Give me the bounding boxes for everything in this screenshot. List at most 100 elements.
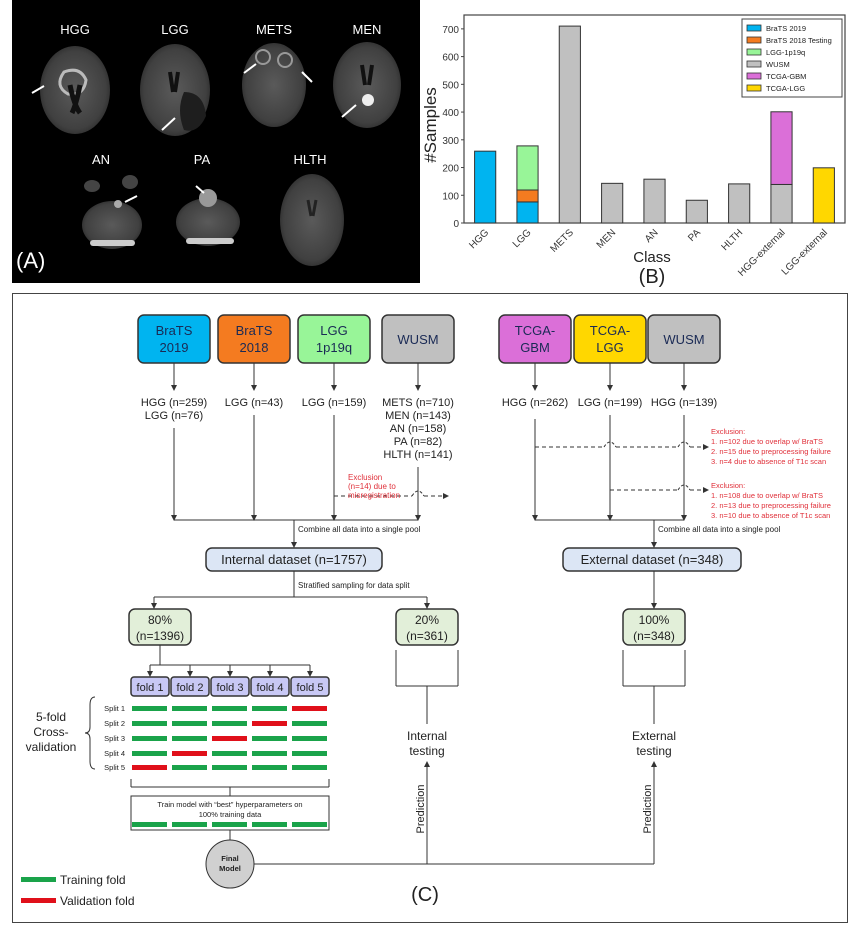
- fold-label: fold 1: [137, 682, 164, 694]
- x-tick-label: METS: [549, 227, 577, 255]
- x-tick-label: PA: [686, 227, 703, 244]
- bypass-curve: [677, 441, 691, 448]
- training-fold-bar: [292, 751, 327, 756]
- count-label: LGG (n=76): [145, 410, 203, 422]
- training-fold-bar: [252, 751, 287, 756]
- source-title: LGG: [320, 323, 347, 338]
- external-dataset-label: External dataset (n=348): [581, 552, 724, 567]
- mri-label: PA: [193, 152, 211, 167]
- x-tick-label: LGG: [511, 227, 534, 250]
- train-box-text: Train model with “best” hyperparameters …: [157, 800, 302, 809]
- arrow-icon: [195, 185, 205, 194]
- fold-label: fold 3: [217, 682, 244, 694]
- external-testing-label: testing: [636, 744, 671, 758]
- y-axis-label: #Samples: [421, 87, 440, 163]
- fold-box: [250, 676, 290, 697]
- training-fold-bar: [292, 736, 327, 741]
- legend-swatch: [746, 72, 762, 80]
- validation-fold-bar: [252, 721, 287, 726]
- source-title: 2018: [240, 340, 269, 355]
- legend-label: BraTS 2019: [766, 24, 806, 33]
- legend-swatch: [746, 60, 762, 68]
- training-fold-bar: [132, 721, 167, 726]
- training-fold-bar: [212, 822, 247, 827]
- cv-label: Cross-: [33, 725, 68, 739]
- final-model-label: Model: [219, 864, 241, 873]
- bypass-curve: [677, 484, 691, 491]
- split-100-count: (n=348): [633, 629, 675, 643]
- exclusion-note: Exclusion:: [711, 427, 745, 436]
- split-label: Split 2: [104, 719, 125, 728]
- fold-label: fold 2: [177, 682, 204, 694]
- x-tick-label: MEN: [595, 227, 619, 251]
- mri-label: METS: [255, 22, 293, 37]
- cv-label: validation: [26, 740, 77, 754]
- split-20-box: [395, 608, 459, 646]
- count-label: PA (n=82): [394, 436, 442, 448]
- external-testing-label: External: [632, 729, 676, 743]
- training-fold-bar: [132, 736, 167, 741]
- bar-segment: [643, 178, 666, 224]
- training-fold-bar: [212, 751, 247, 756]
- validation-fold-bar: [172, 751, 207, 756]
- y-tick-label: 500: [442, 80, 459, 91]
- exclusion-note: (n=14) due to: [348, 482, 396, 491]
- split-100-pct: 100%: [639, 613, 670, 627]
- split-label: Split 5: [104, 763, 125, 772]
- panel-a-mri-images: HGG LGG METS MEN AN PA HLTH (A): [12, 0, 420, 283]
- training-fold-bar: [292, 822, 327, 827]
- mri-men: [333, 42, 401, 128]
- training-fold-bar: [252, 822, 287, 827]
- legend-training-swatch: [21, 877, 56, 882]
- bypass-curve: [411, 490, 425, 497]
- bar-segment: [812, 167, 835, 224]
- validation-fold-bar: [292, 706, 327, 711]
- mri-an: [82, 175, 142, 249]
- exclusion-note: 2. n=13 due to preprocessing failure: [711, 501, 831, 510]
- panel-label-c: (C): [411, 884, 439, 906]
- exclusion-note: 3. n=10 due to absence of T1c scan: [711, 511, 830, 520]
- training-fold-bar: [132, 706, 167, 711]
- combine-label: Combine all data into a single pool: [298, 525, 421, 534]
- mri-label: AN: [91, 152, 111, 167]
- arrow-icon: [31, 85, 45, 94]
- source-title: 1p19q: [316, 340, 352, 355]
- training-fold-bar: [252, 736, 287, 741]
- split-label: Split 3: [104, 734, 125, 743]
- y-tick-label: 700: [442, 25, 459, 36]
- bar-segment: [516, 145, 539, 191]
- mri-label: HGG: [60, 22, 90, 37]
- train-box-text: 100% training data: [199, 810, 262, 819]
- legend-label: LGG-1p19q: [766, 48, 805, 57]
- y-tick-label: 0: [453, 219, 459, 230]
- mri-pa: [176, 185, 240, 246]
- legend-training-label: Training fold: [60, 873, 126, 887]
- split-label: Split 4: [104, 749, 125, 758]
- x-tick-label: HLTH: [720, 227, 746, 253]
- arrow-icon: [161, 117, 176, 131]
- count-label: MEN (n=143): [385, 410, 451, 422]
- arrow-icon: [301, 71, 313, 83]
- legend-validation-swatch: [21, 898, 56, 903]
- fold-label: fold 5: [297, 682, 324, 694]
- bypass-curve: [603, 441, 617, 448]
- training-fold-bar: [172, 721, 207, 726]
- legend-label: TCGA-GBM: [766, 72, 806, 81]
- training-fold-bar: [172, 736, 207, 741]
- training-fold-bar: [172, 822, 207, 827]
- prediction-label: Prediction: [415, 785, 427, 834]
- y-tick-label: 200: [442, 164, 459, 175]
- mri-label: HLTH: [293, 152, 327, 167]
- stratified-label: Stratified sampling for data split: [298, 581, 410, 590]
- x-tick-label: AN: [643, 227, 661, 245]
- arrow-icon: [341, 104, 357, 118]
- training-fold-bar: [212, 721, 247, 726]
- source-title: TCGA-: [590, 323, 630, 338]
- bar-segment: [728, 183, 751, 224]
- exclusion-note: Exclusion: [348, 473, 382, 482]
- count-label: AN (n=158): [390, 423, 447, 435]
- internal-testing-label: testing: [409, 744, 444, 758]
- exclusion-note: 1. n=102 due to overlap w/ BraTS: [711, 437, 823, 446]
